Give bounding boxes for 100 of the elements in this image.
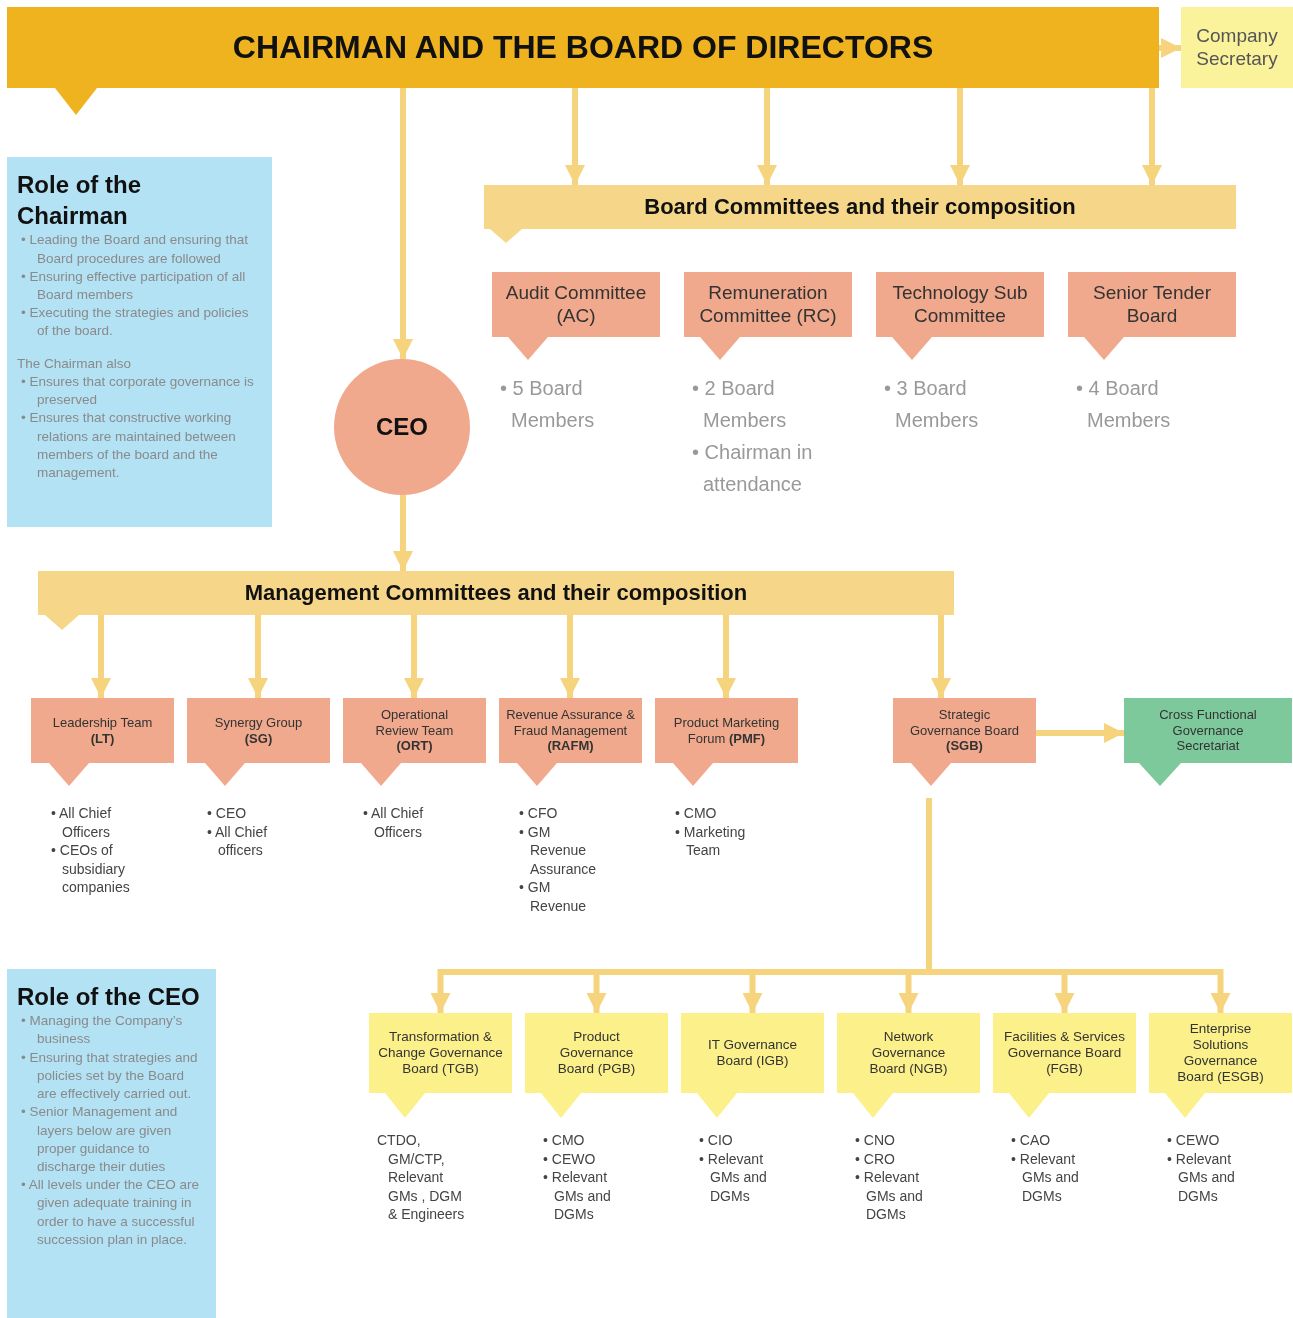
box-label: CHAIRMAN AND THE BOARD OF DIRECTORS bbox=[232, 28, 934, 67]
callout-box bbox=[343, 698, 486, 786]
list-item: • Ensures that corporate governance is preserved bbox=[21, 372, 255, 410]
list-item: • Chairman in attendance bbox=[692, 440, 814, 497]
arrow bbox=[1159, 38, 1181, 58]
list-item: • 2 Board Members bbox=[692, 376, 788, 433]
callout-box bbox=[1124, 698, 1292, 786]
list-item: • Ensuring that strategies and policies set by the Board are effectively carried out. bbox=[21, 1048, 199, 1104]
secretary-box bbox=[1181, 7, 1293, 88]
callout-box bbox=[993, 1013, 1136, 1118]
list-item: • Relevant GMs and DGMs bbox=[699, 1149, 768, 1205]
list-item: • All Chief Officers bbox=[51, 804, 113, 841]
panel-heading: Role of the Chairman bbox=[17, 170, 142, 232]
list-item: • Ensures that constructive working relations are maintained between members of the board and the management. bbox=[21, 409, 237, 482]
list-item: • CEO bbox=[207, 804, 248, 823]
arrow bbox=[91, 615, 111, 698]
box-label: Senior Tender Board bbox=[1092, 281, 1212, 328]
list-item: • All Chief Officers bbox=[363, 804, 425, 841]
arrow bbox=[1036, 723, 1124, 743]
callout-box bbox=[31, 698, 174, 786]
list-item: • GM Revenue bbox=[519, 878, 588, 915]
box-label: Facilities & Services Governance Board (FGB) bbox=[1003, 1028, 1126, 1078]
box-label: Audit Committee (AC) bbox=[504, 281, 648, 328]
box-label: Technology Sub Committee bbox=[891, 281, 1029, 328]
list-item: • GM Revenue Assurance bbox=[519, 822, 598, 878]
callout-box bbox=[492, 272, 660, 360]
box-label: CEO bbox=[376, 412, 428, 442]
box-label: Strategic Governance Board (SGB) bbox=[908, 707, 1021, 754]
role-panel bbox=[7, 157, 272, 527]
list-item: • Relevant GMs and DGMs bbox=[1011, 1149, 1080, 1205]
callout-box bbox=[187, 698, 330, 786]
role-panel bbox=[7, 969, 216, 1318]
arrow bbox=[716, 615, 736, 698]
list-item: • Executing the strategies and policies of the board. bbox=[21, 304, 250, 341]
list-item: • Leading the Board and ensuring that Board procedures are followed bbox=[21, 231, 249, 268]
callout-box bbox=[876, 272, 1044, 360]
callout-box bbox=[525, 1013, 668, 1118]
list-item: • Relevant GMs and DGMs bbox=[855, 1168, 924, 1224]
callout-box bbox=[684, 272, 852, 360]
callout-box bbox=[1068, 272, 1236, 360]
list-item: • Marketing Team bbox=[675, 822, 747, 860]
box-label: Synergy Group (SG) bbox=[213, 714, 304, 747]
arrow bbox=[1142, 88, 1162, 185]
callout-box bbox=[837, 1013, 980, 1118]
list-item: • 3 Board Members bbox=[884, 376, 980, 433]
callout-box bbox=[499, 698, 642, 786]
box-label: Network Governance Board (NGB) bbox=[868, 1028, 949, 1078]
arrow bbox=[757, 88, 777, 185]
list-item: CTDO, GM/CTP, Relevant GMs , DGM & Engineers bbox=[377, 1131, 466, 1224]
box-label: Product Marketing Forum (PMF) bbox=[672, 714, 781, 747]
box-label: Transformation & Change Governance Board (TGB) bbox=[378, 1028, 503, 1078]
arrow bbox=[248, 615, 268, 698]
list-item: • Managing the Company’s business bbox=[21, 1012, 184, 1049]
list-item: • 5 Board Members bbox=[500, 376, 596, 433]
panel-heading: Role of the CEO bbox=[17, 982, 201, 1012]
list-item: • CEWO bbox=[543, 1149, 597, 1168]
callout-box bbox=[681, 1013, 824, 1118]
box-label: Operational Review Team (ORT) bbox=[374, 707, 455, 754]
list-item: • Senior Management and layers below are given proper guidance to discharge their duties bbox=[21, 1103, 179, 1176]
box-label: IT Governance Board (IGB) bbox=[706, 1036, 799, 1070]
title-banner bbox=[7, 7, 1159, 115]
arrow bbox=[565, 88, 585, 185]
list-item: • All Chief officers bbox=[207, 822, 269, 860]
box-label: Management Committees and their composition bbox=[244, 579, 748, 607]
section-band bbox=[38, 571, 954, 630]
list-item: • All levels under the CEO are given adequate training in order to have a successful succession plan in place. bbox=[21, 1176, 201, 1249]
list-item: • CMO bbox=[675, 804, 718, 823]
arrow bbox=[950, 88, 970, 185]
callout-box bbox=[893, 698, 1036, 786]
list-item: • CAO bbox=[1011, 1131, 1052, 1150]
box-label: Remuneration Committee (RC) bbox=[698, 281, 838, 328]
box-label: Company Secretary bbox=[1195, 24, 1279, 71]
box-label: Leadership Team (LT) bbox=[51, 714, 154, 747]
list-item: • 4 Board Members bbox=[1076, 376, 1172, 433]
list-item: • CEOs of subsidiary companies bbox=[51, 841, 131, 897]
box-label: Product Governance Board (PGB) bbox=[556, 1028, 637, 1078]
box-label: Board Committees and their composition bbox=[644, 193, 1076, 221]
list-item: • CFO bbox=[519, 804, 559, 823]
list-item: • CIO bbox=[699, 1131, 734, 1150]
arrow bbox=[393, 495, 413, 571]
ceo-circle bbox=[334, 359, 470, 495]
section-band bbox=[484, 185, 1236, 243]
arrow bbox=[404, 615, 424, 698]
box-label: Enterprise Solutions Governance Board (ESGB) bbox=[1176, 1020, 1265, 1086]
callout-box bbox=[369, 1013, 512, 1118]
arrow bbox=[393, 88, 413, 359]
list-item: • Ensuring effective participation of all Board members bbox=[21, 267, 247, 305]
callout-box bbox=[1149, 1013, 1292, 1118]
box-label: Cross Functional Governance Secretariat bbox=[1158, 707, 1258, 754]
arrow bbox=[931, 615, 951, 698]
list-item: • CEWO bbox=[1167, 1131, 1221, 1150]
list-item: • CNO bbox=[855, 1131, 896, 1150]
panel-text: The Chairman also bbox=[17, 354, 133, 373]
box-label: Revenue Assurance & Fraud Management (RAFM) bbox=[505, 707, 636, 754]
list-item: • CMO bbox=[543, 1131, 586, 1150]
callout-box bbox=[655, 698, 798, 786]
list-item: • Relevant GMs and DGMs bbox=[543, 1168, 612, 1224]
list-item: • Relevant GMs and DGMs bbox=[1167, 1149, 1236, 1205]
list-item: • CRO bbox=[855, 1149, 896, 1168]
arrow bbox=[560, 615, 580, 698]
